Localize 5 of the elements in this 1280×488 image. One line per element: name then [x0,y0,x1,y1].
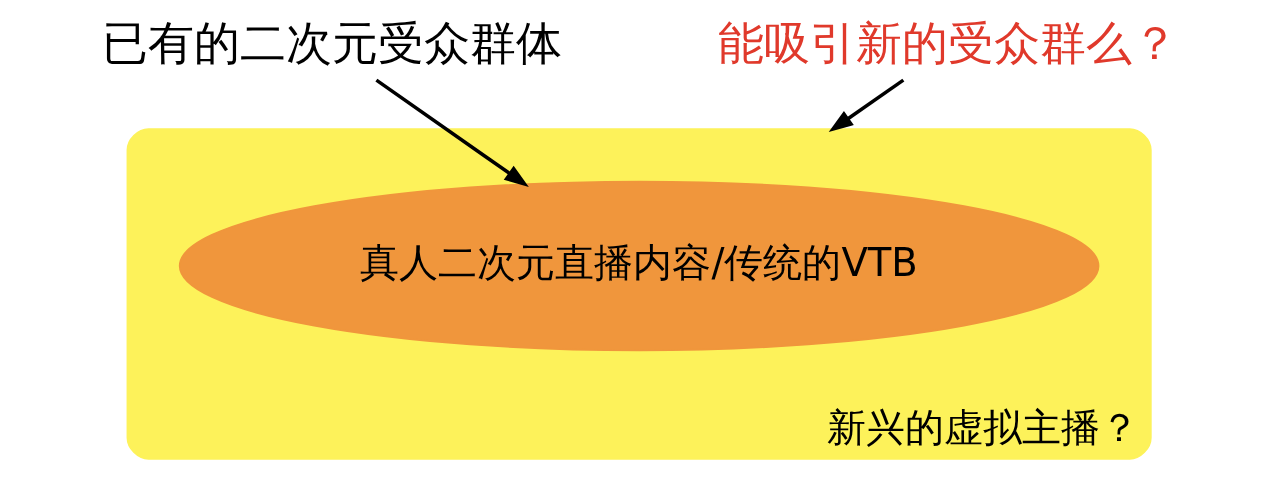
node-text: 已有的二次元受众群体 [102,16,563,70]
arrow [375,78,529,187]
node-ellipse: 真人二次元直播内容/传统的VTB [178,180,1100,352]
arrow [828,78,905,133]
node-text: 能吸引新的受众群么？ [717,16,1178,70]
